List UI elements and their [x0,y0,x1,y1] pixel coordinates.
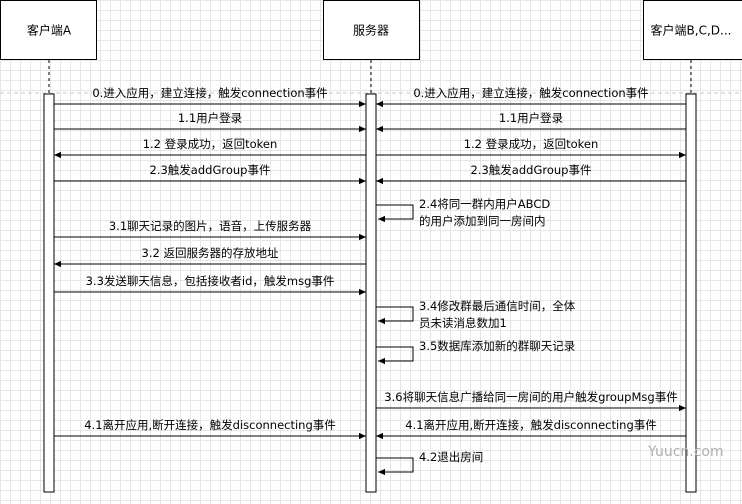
message-m11a: 1.1用户登录 [54,111,366,133]
message-label: 1.2 登录成功，返回token [143,137,278,151]
message-m11b: 1.1用户登录 [376,111,686,133]
message-label-line: 3.5数据库添加新的群聊天记录 [419,339,575,353]
actor-server: 服务器 [323,0,420,60]
message-label-line: 的用户添加到同一房间内 [419,214,546,228]
activation-bar-clientsBCD [685,93,697,493]
message-m0b: 0.进入应用，建立连接，触发connection事件 [376,86,686,108]
message-label: 1.1用户登录 [178,111,242,125]
message-label: 3.1聊天记录的图片，语音，上传服务器 [109,219,312,233]
message-m41b: 4.1离开应用,断开连接，触发disconnecting事件 [376,418,686,440]
message-m36: 3.6将聊天信息广播给同一房间的用户触发groupMsg事件 [376,390,686,412]
self-arrow [376,346,414,365]
actor-label: 客户端A [27,23,72,38]
message-m23a: 2.3触发addGroup事件 [54,163,366,185]
actor-clientA: 客户端A [0,0,97,60]
messages-layer: 0.进入应用，建立连接，触发connection事件 0.进入应用，建立连接，触发… [54,86,686,476]
actors-layer: 客户端A 服务器 客户端B,C,D... [0,0,742,60]
watermark: Yuucn.com [647,444,724,460]
message-label: 3.6将聊天信息广播给同一房间的用户触发groupMsg事件 [384,390,677,404]
message-label-line: 员未读消息数加1 [419,316,507,330]
message-label: 1.1用户登录 [499,111,563,125]
message-label: 4.1离开应用,断开连接，触发disconnecting事件 [84,418,336,432]
message-m41a: 4.1离开应用,断开连接，触发disconnecting事件 [54,418,366,440]
self-arrow [376,306,414,325]
message-label: 4.1离开应用,断开连接，触发disconnecting事件 [405,418,657,432]
message-label-line: 2.4将同一群内用户ABCD [419,197,550,211]
actor-box [643,0,742,60]
actor-box [323,0,420,60]
message-m33: 3.3发送聊天信息，包括接收者id，触发msg事件 [54,274,366,296]
actor-label: 客户端B,C,D... [651,23,732,38]
message-label: 3.2 返回服务器的存放地址 [142,246,279,260]
actor-clientsBCD: 客户端B,C,D... [643,0,742,60]
message-m42: 4.2退出房间 [376,450,483,476]
message-label: 0.进入应用，建立连接，触发connection事件 [413,86,648,100]
message-m32: 3.2 返回服务器的存放地址 [54,246,366,268]
message-label-line: 3.4修改群最后通信时间，全体 [419,299,576,313]
message-label: 3.3发送聊天信息，包括接收者id，触发msg事件 [86,274,335,288]
message-label: 2.3触发addGroup事件 [471,163,592,177]
message-m12b: 1.2 登录成功，返回token [376,137,686,159]
activation-bar-server [365,93,377,493]
self-arrow [376,204,414,223]
activation-bar-clientA [43,93,55,493]
message-m23b: 2.3触发addGroup事件 [376,163,686,185]
message-m31: 3.1聊天记录的图片，语音，上传服务器 [54,219,366,241]
message-m0a: 0.进入应用，建立连接，触发connection事件 [54,86,366,108]
actor-label: 服务器 [353,23,389,38]
message-m24: 2.4将同一群内用户ABCD 的用户添加到同一房间内 [376,197,550,228]
message-m35: 3.5数据库添加新的群聊天记录 [376,339,575,365]
message-label: 0.进入应用，建立连接，触发connection事件 [92,86,327,100]
lifelines-layer [43,60,697,493]
message-label: 1.2 登录成功，返回token [464,137,599,151]
message-label: 2.3触发addGroup事件 [150,163,271,177]
self-arrow [376,457,414,476]
message-label-line: 4.2退出房间 [419,450,483,464]
message-m12a: 1.2 登录成功，返回token [54,137,366,159]
actor-box [0,0,97,60]
